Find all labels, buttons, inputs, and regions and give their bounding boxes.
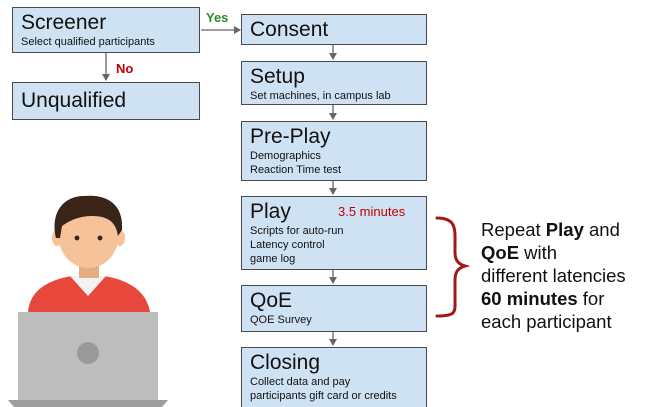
play-box: Play 3.5 minutes Scripts for auto-run Lat… bbox=[241, 196, 427, 270]
screener-box: Screener Select qualified participants bbox=[12, 7, 200, 53]
play-line-2: Latency control bbox=[250, 239, 325, 251]
preplay-title: Pre-Play bbox=[250, 125, 331, 148]
consent-box: Consent bbox=[241, 14, 427, 45]
note-bold-qoe: QoE bbox=[481, 242, 520, 263]
face-shape bbox=[58, 204, 119, 268]
screener-desc: Select qualified participants bbox=[21, 36, 155, 48]
no-label: No bbox=[116, 61, 134, 76]
right-eye-shape bbox=[97, 235, 103, 241]
closing-line-2: participants gift card or credits bbox=[250, 390, 397, 402]
setup-title: Setup bbox=[250, 65, 305, 88]
play-line-1: Scripts for auto-run bbox=[250, 225, 344, 237]
note-bold-duration: 60 minutes bbox=[481, 288, 578, 309]
unqualified-title: Unqualified bbox=[21, 89, 127, 112]
qoe-title: QoE bbox=[250, 289, 293, 312]
screener-title: Screener bbox=[21, 11, 107, 34]
qoe-desc: QOE Survey bbox=[250, 314, 312, 326]
setup-desc: Set machines, in campus lab bbox=[250, 90, 391, 102]
collar-shape bbox=[70, 276, 106, 296]
note-text-4: different latencies bbox=[481, 265, 626, 286]
closing-title: Closing bbox=[250, 351, 321, 374]
setup-box: Setup Set machines, in campus lab bbox=[241, 61, 427, 105]
right-curly-brace-icon bbox=[435, 216, 471, 318]
note-text-6: each participant bbox=[481, 311, 612, 332]
left-eye-shape bbox=[74, 235, 80, 241]
preplay-line-1: Demographics bbox=[250, 150, 321, 162]
note-text-2: and bbox=[583, 219, 620, 240]
unqualified-box: Unqualified bbox=[12, 82, 200, 120]
note-bold-play: Play bbox=[545, 219, 584, 240]
play-line-3: game log bbox=[250, 253, 296, 265]
preplay-box: Pre-Play Demographics Reaction Time test bbox=[241, 121, 427, 181]
hair-shape bbox=[54, 195, 123, 238]
closing-line-1: Collect data and pay bbox=[250, 376, 351, 388]
play-duration: 3.5 minutes bbox=[338, 204, 406, 219]
consent-title: Consent bbox=[250, 18, 329, 41]
preplay-line-2: Reaction Time test bbox=[250, 164, 342, 176]
note-text-1: Repeat bbox=[481, 219, 546, 240]
play-title: Play bbox=[250, 200, 291, 223]
yes-label: Yes bbox=[206, 10, 229, 25]
laptop-base-shape bbox=[8, 400, 168, 407]
laptop-logo-shape bbox=[77, 342, 99, 364]
closing-box: Closing Collect data and pay participant… bbox=[241, 347, 427, 407]
note-text-5: for bbox=[577, 288, 605, 309]
qoe-box: QoE QOE Survey bbox=[241, 285, 427, 332]
repeat-note: Repeat Play and QoE with different laten… bbox=[481, 218, 641, 333]
note-text-3: with bbox=[519, 242, 558, 263]
